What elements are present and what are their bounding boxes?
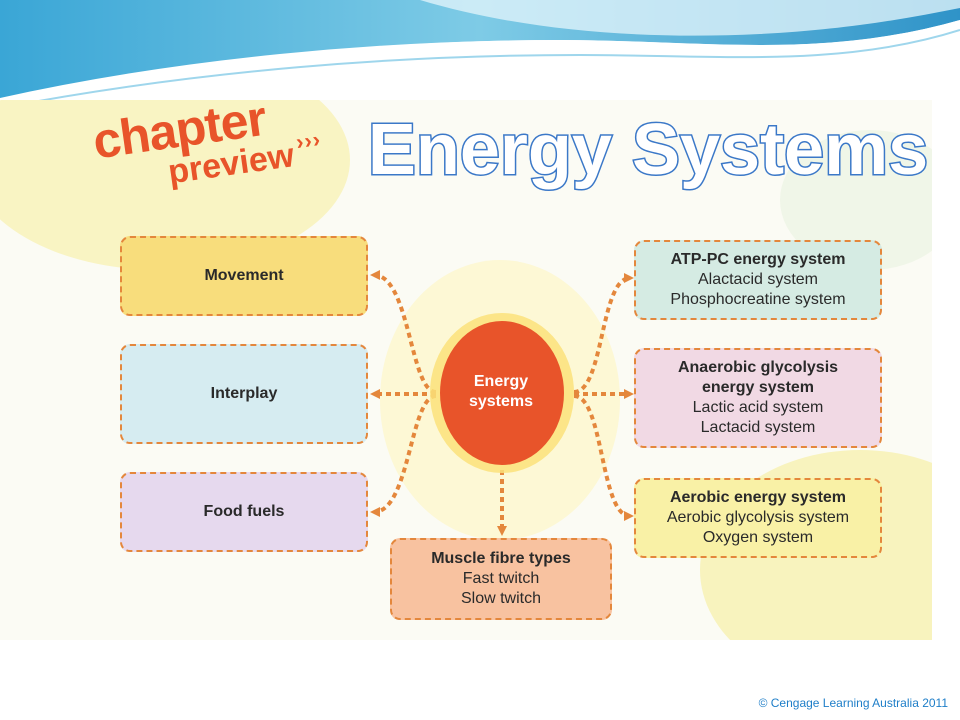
- header-wave: [0, 0, 960, 109]
- page-title: Energy Systems: [368, 109, 928, 192]
- connector-foodfuels: [370, 394, 437, 517]
- box-interplay-label: Interplay: [210, 385, 278, 402]
- copyright-notice: © Cengage Learning Australia 2011: [758, 696, 948, 710]
- box-muscle-fibre-line2: Slow twitch: [460, 590, 542, 607]
- box-movement-label: Movement: [204, 267, 284, 284]
- box-foodfuels-label: Food fuels: [203, 503, 285, 520]
- connector-aerobic: [573, 394, 634, 521]
- center-label-line1: Energy: [473, 373, 529, 390]
- box-movement: Movement: [120, 236, 368, 316]
- box-anaerobic: Anaerobic glycolysis energy system Lacti…: [634, 348, 882, 448]
- connector-atp: [573, 273, 634, 394]
- box-interplay: Interplay: [120, 344, 368, 444]
- box-atp-pc: ATP-PC energy system Alactacid system Ph…: [634, 240, 882, 320]
- center-node: [440, 321, 564, 465]
- center-label-line2: systems: [468, 393, 534, 410]
- page-title-text: Energy Systems: [368, 110, 928, 190]
- box-muscle-fibre-line1: Fast twitch: [462, 570, 540, 587]
- box-aerobic-line2: Oxygen system: [702, 529, 814, 546]
- box-atp-pc-line2: Phosphocreatine system: [670, 291, 846, 308]
- box-muscle-fibre: Muscle fibre types Fast twitch Slow twit…: [390, 538, 612, 620]
- center-node-label: Energy systems: [441, 372, 561, 412]
- box-aerobic-heading: Aerobic energy system: [669, 489, 847, 506]
- connector-movement: [370, 270, 437, 394]
- box-aerobic: Aerobic energy system Aerobic glycolysis…: [634, 478, 882, 558]
- box-muscle-fibre-heading: Muscle fibre types: [431, 550, 571, 567]
- box-anaerobic-heading2: energy system: [701, 379, 815, 396]
- box-anaerobic-line2: Lactacid system: [700, 419, 816, 436]
- box-anaerobic-heading: Anaerobic glycolysis: [677, 359, 839, 376]
- box-atp-pc-heading: ATP-PC energy system: [670, 251, 846, 268]
- box-foodfuels: Food fuels: [120, 472, 368, 552]
- box-anaerobic-line1: Lactic acid system: [692, 399, 824, 416]
- box-atp-pc-line1: Alactacid system: [697, 271, 819, 288]
- box-aerobic-line1: Aerobic glycolysis system: [666, 509, 850, 526]
